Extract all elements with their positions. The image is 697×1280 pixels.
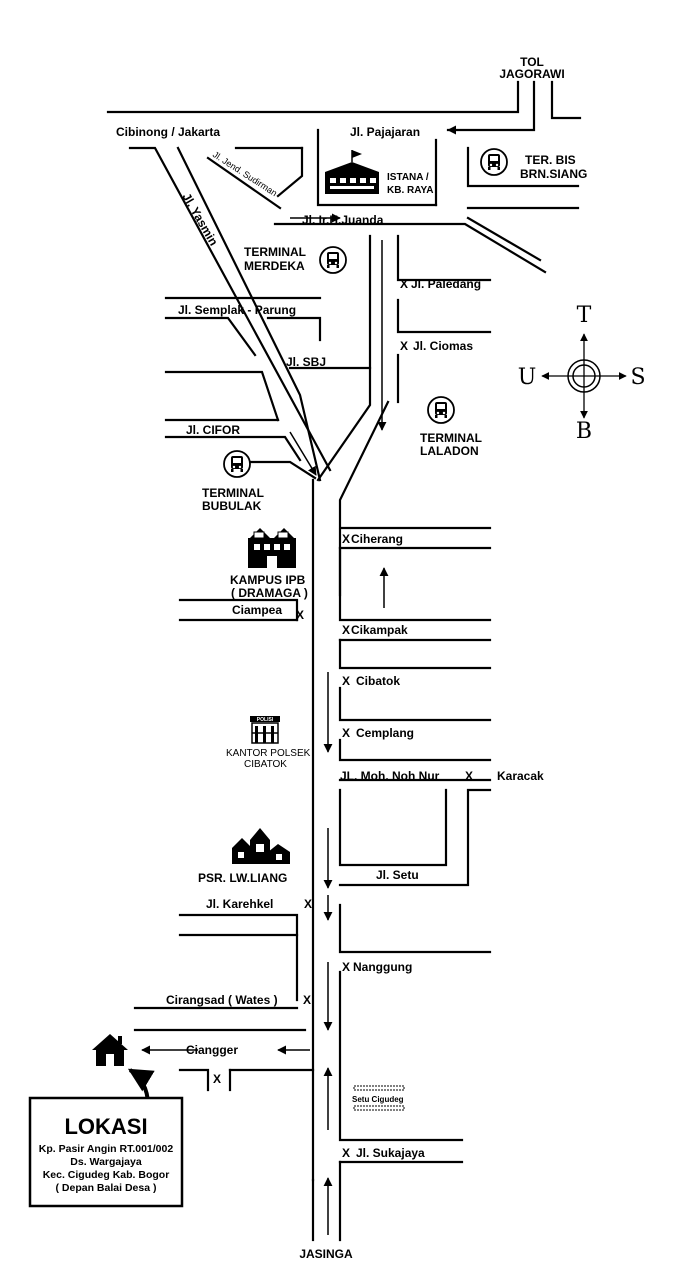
label-laladon-1: TERMINAL xyxy=(420,431,482,445)
lokasi-line2: Ds. Wargajaya xyxy=(70,1156,142,1168)
label-jasinga: JASINGA xyxy=(299,1247,353,1261)
bus-icon xyxy=(427,396,455,424)
label-ter-bis-1: TER. BIS xyxy=(525,153,576,167)
label-jagorawi: JAGORAWI xyxy=(499,67,564,81)
label-merdeka-1: TERMINAL xyxy=(244,245,306,259)
marker-ciangger: X xyxy=(213,1072,221,1086)
label-karehkel: Jl. Karehkel xyxy=(206,897,273,911)
marker-cibatok: X xyxy=(342,674,350,688)
label-ciampea: Ciampea xyxy=(232,603,282,617)
direction-arrows xyxy=(141,125,530,1235)
market-buildings-icon xyxy=(232,828,290,864)
marker-nanggung: X xyxy=(342,960,350,974)
terminal-laladon: TERMINAL LALADON xyxy=(420,396,482,458)
label-pajajaran: Jl. Pajajaran xyxy=(350,125,420,139)
police-station-icon xyxy=(250,716,280,744)
lokasi-box: LOKASI Kp. Pasir Angin RT.001/002 Ds. Wa… xyxy=(28,1096,184,1208)
label-setu: Jl. Setu xyxy=(376,868,419,882)
label-cifor: Jl. CIFOR xyxy=(186,423,240,437)
label-nanggung: Nanggung xyxy=(353,960,412,974)
label-sukajaya: Jl. Sukajaya xyxy=(356,1146,425,1160)
lake-icon xyxy=(353,1085,405,1111)
campus-building-icon xyxy=(248,528,296,568)
marker-karacak: X xyxy=(465,769,473,783)
label-semplak: Jl. Semplak - Parung xyxy=(178,303,296,317)
polsek-cibatok: POLISI KANTOR POLSEK CIBATOK xyxy=(226,716,311,770)
palace-icon xyxy=(325,150,379,194)
marker-ciomas: X xyxy=(400,339,408,353)
setu-cigudeg: Setu Cigudeg xyxy=(352,1085,405,1111)
label-ter-bis-2: BRN.SIANG xyxy=(520,167,587,181)
label-ciomas: Jl. Ciomas xyxy=(413,339,473,353)
label-yasmin: Jl. Yasmin xyxy=(179,191,220,249)
marker-ciampea: X xyxy=(296,608,304,622)
bus-icon xyxy=(480,148,508,176)
label-paledang: Jl. Paledang xyxy=(411,277,481,291)
label-setu-cigudeg: Setu Cigudeg xyxy=(352,1095,404,1104)
lokasi-title: LOKASI xyxy=(64,1114,147,1139)
compass: T U S B xyxy=(518,303,646,444)
label-ipb-2: ( DRAMAGA ) xyxy=(231,586,308,600)
marker-karehkel: X xyxy=(304,897,312,911)
istana-landmark: ISTANA / KB. RAYA xyxy=(325,150,434,196)
road-network xyxy=(106,80,582,1242)
label-sbj: Jl. SBJ xyxy=(286,355,326,369)
label-istana-2: KB. RAYA xyxy=(387,185,434,196)
label-polisi-sign: POLISI xyxy=(257,717,274,723)
label-merdeka-2: MERDEKA xyxy=(244,259,305,273)
label-karacak: Karacak xyxy=(497,769,544,783)
label-bubulak-1: TERMINAL xyxy=(202,486,264,500)
label-polsek-2: CIBATOK xyxy=(244,759,287,770)
house-icon xyxy=(92,1034,128,1066)
compass-north: T xyxy=(577,303,592,328)
lokasi-line3: Kec. Cigudeg Kab. Bogor xyxy=(43,1169,170,1181)
lokasi-line1: Kp. Pasir Angin RT.001/002 xyxy=(39,1143,174,1155)
label-juanda: Jl. Ir.H.Juanda xyxy=(302,213,384,227)
label-cirangsad: Cirangsad ( Wates ) xyxy=(166,993,278,1007)
label-cikampak: Cikampak xyxy=(351,623,408,637)
lokasi-line4: ( Depan Balai Desa ) xyxy=(56,1182,157,1194)
marker-paledang: X xyxy=(400,277,408,291)
compass-south: B xyxy=(576,419,592,444)
label-bubulak-2: BUBULAK xyxy=(202,499,262,513)
label-cemplang: Cemplang xyxy=(356,726,414,740)
destination-marker xyxy=(92,1034,155,1106)
compass-rose-icon xyxy=(541,333,627,419)
label-ciherang: Ciherang xyxy=(351,532,403,546)
label-tol: TOL xyxy=(520,55,544,69)
label-ipb-1: KAMPUS IPB xyxy=(230,573,306,587)
marker-cikampak: X xyxy=(342,623,350,637)
label-noh-nur: JL. Moh. Noh Nur xyxy=(340,769,440,783)
marker-sukajaya: X xyxy=(342,1146,350,1160)
label-laladon-2: LALADON xyxy=(420,444,479,458)
label-istana-1: ISTANA / xyxy=(387,172,429,183)
compass-west: U xyxy=(518,365,537,390)
terminal-bubulak: TERMINAL BUBULAK xyxy=(202,450,264,513)
label-sudirman: Jl. Jend. Sudirman xyxy=(211,149,279,198)
compass-east: S xyxy=(630,365,645,390)
bus-icon xyxy=(223,450,251,478)
marker-cemplang: X xyxy=(342,726,350,740)
kampus-ipb: KAMPUS IPB ( DRAMAGA ) xyxy=(230,528,308,600)
bus-icon xyxy=(319,246,347,274)
pasar-lw-liang: PSR. LW.LIANG xyxy=(198,828,290,885)
ter-bis-landmark: TER. BIS BRN.SIANG xyxy=(480,148,587,181)
label-polsek-1: KANTOR POLSEK xyxy=(226,748,311,759)
marker-ciherang: X xyxy=(342,532,350,546)
label-ciangger: Ciangger xyxy=(186,1043,238,1057)
label-cibatok: Cibatok xyxy=(356,674,400,688)
marker-cirangsad: X xyxy=(303,993,311,1007)
label-pasar: PSR. LW.LIANG xyxy=(198,871,287,885)
terminal-merdeka: TERMINAL MERDEKA xyxy=(244,245,347,274)
label-cibinong: Cibinong / Jakarta xyxy=(116,125,220,139)
